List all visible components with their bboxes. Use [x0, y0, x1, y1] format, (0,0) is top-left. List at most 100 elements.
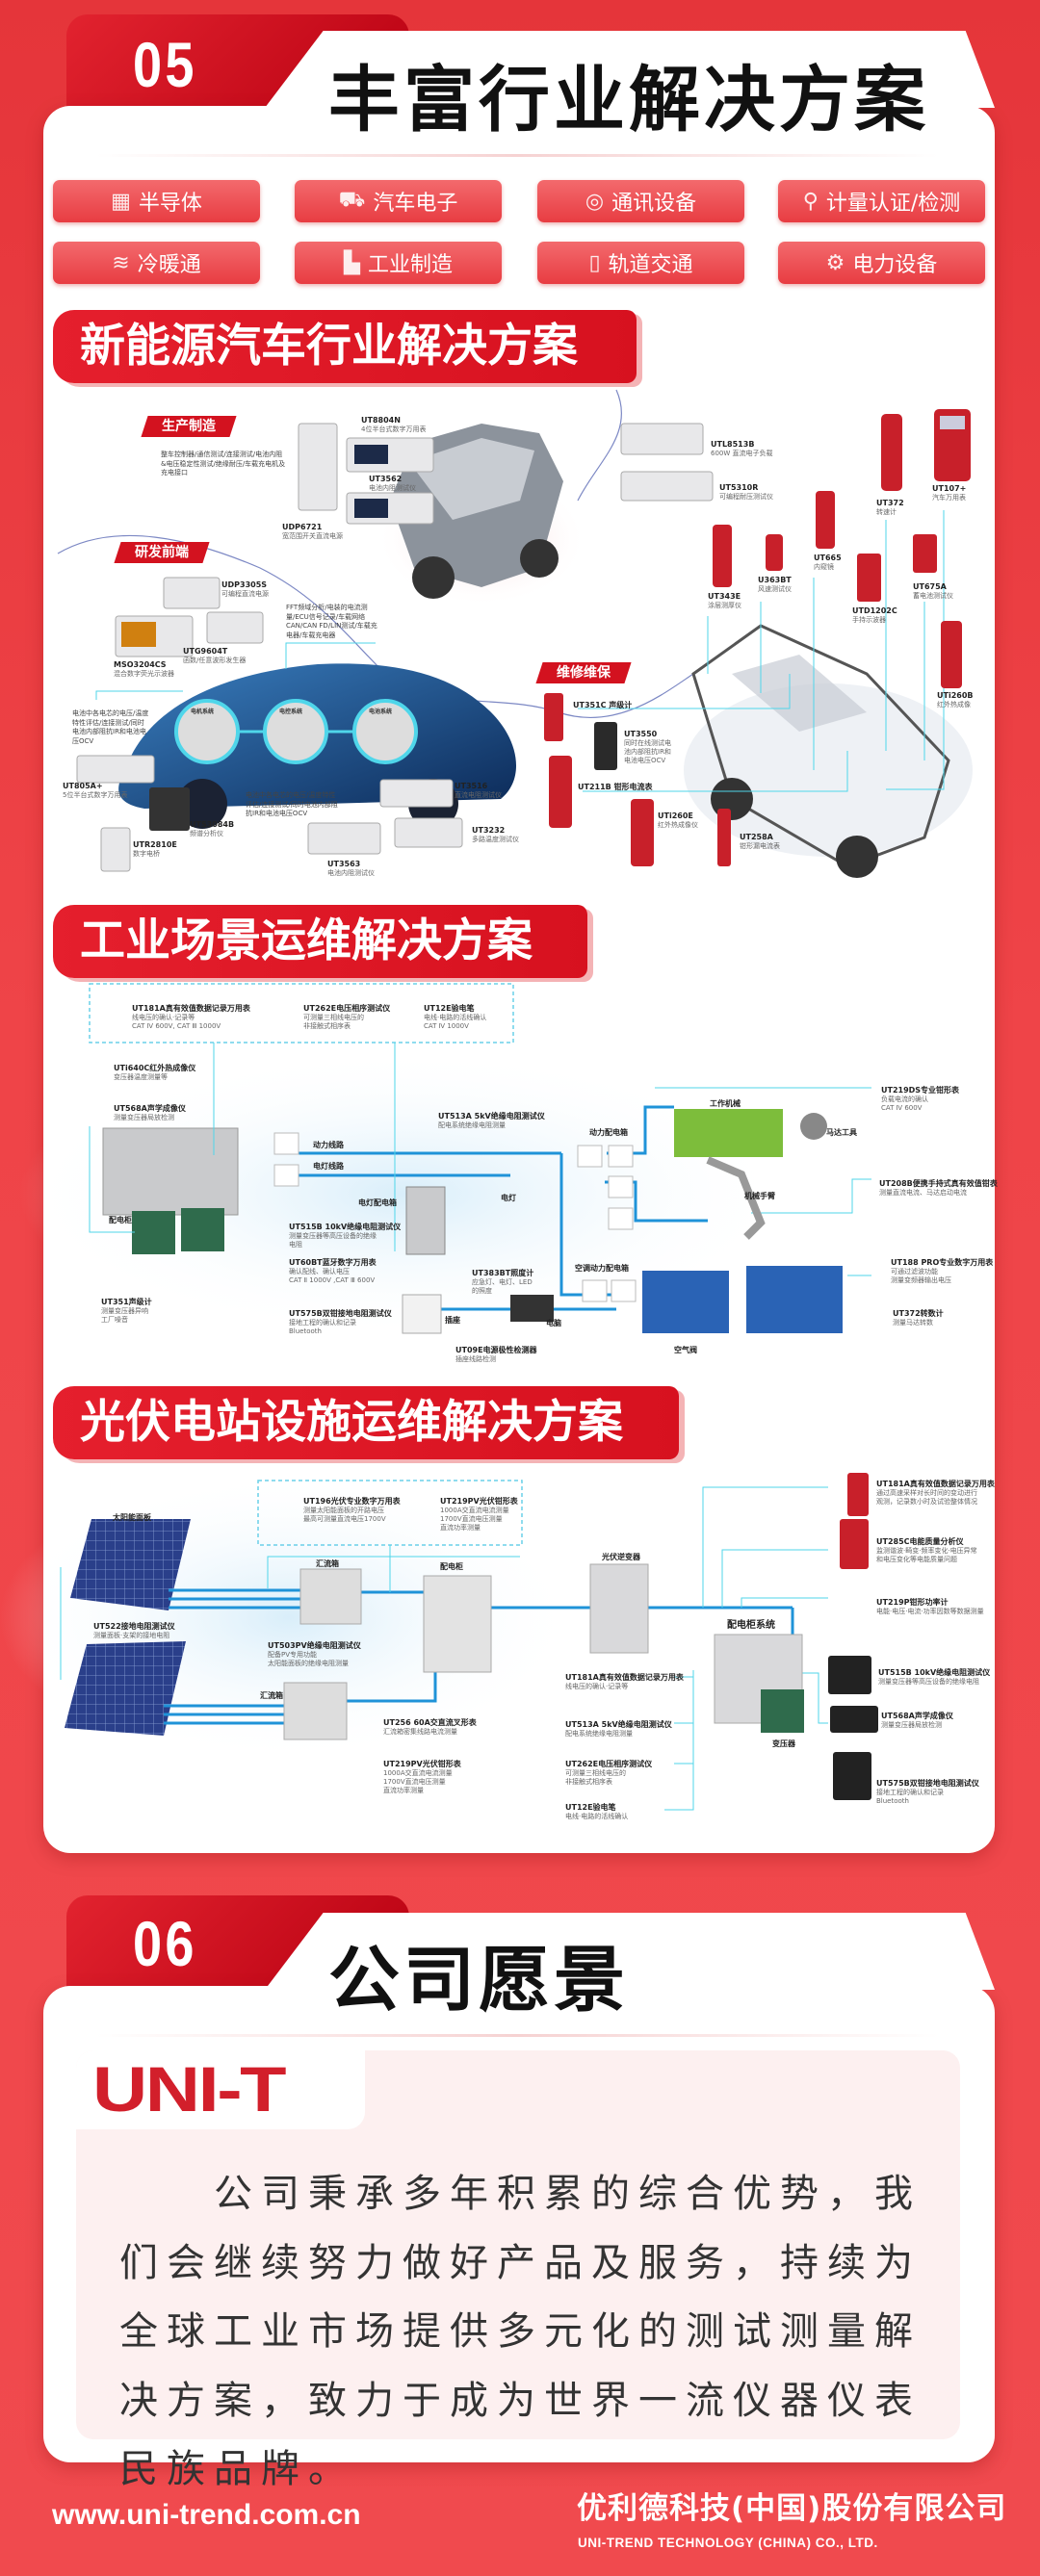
- product-model: UTL8513B: [711, 440, 755, 449]
- product-desc: 600W 直流电子负载: [711, 450, 773, 457]
- product-model: UT219PV光伏钳形表: [383, 1760, 461, 1768]
- product-desc: 同时在线测试电: [624, 739, 671, 747]
- category-label: 电力设备: [852, 253, 938, 277]
- product-model: UDP3305S: [221, 580, 268, 589]
- product-model: UT258A: [740, 833, 773, 841]
- product-model: U363BT: [758, 576, 792, 584]
- product-desc: 负载电流的确认: [881, 1095, 928, 1103]
- subsystem-label: 电池系统: [369, 708, 393, 715]
- product-label: UT107+汽车万用表: [932, 484, 966, 502]
- product-desc: 可编程直流电源: [221, 590, 269, 598]
- category-tag: 生产制造: [141, 416, 237, 437]
- product-model: UT568A声学成像仪: [114, 1104, 186, 1113]
- product-label: UT568A声学成像仪测量变压器局放检测: [881, 1712, 953, 1730]
- product-desc: 蓄电池测试仪: [913, 592, 953, 600]
- place-label: 动力配电箱: [589, 1128, 628, 1137]
- product-desc: 接地工程的确认和记录: [876, 1789, 944, 1796]
- application-text: 电池中各电芯的电压/温度特性评估/连接测试/同时电池内部阻抗IR和电池电压OCV: [72, 709, 149, 745]
- product-label: UT256 60A交直流叉形表汇流箱密集线路电流测量: [383, 1718, 477, 1737]
- product-model: UT515B 10kV绝缘电阻测试仪: [289, 1223, 402, 1231]
- category-button[interactable]: ⚙ 电力设备: [778, 242, 985, 284]
- product-model: UT351C 声级计: [573, 701, 633, 709]
- product-desc: 可测量三相线电压的: [565, 1769, 626, 1777]
- place-label: 电灯配电箱: [358, 1198, 397, 1207]
- product-desc: 和电压变化等电能质量问题: [876, 1556, 957, 1563]
- product-model: UT196光伏专业数字万用表: [303, 1497, 401, 1506]
- product-label: UT351声级计测量变压器异响工厂噪音: [101, 1298, 152, 1325]
- product-label: UT522接地电阻测试仪测量面板·支架的接地电阻: [93, 1622, 175, 1640]
- section-number: 06: [133, 1908, 197, 1979]
- product-model: UT12E验电笔: [565, 1803, 616, 1812]
- antenna-icon: ◎: [585, 189, 605, 214]
- product-desc: 可编程耐压测试仪: [719, 493, 773, 501]
- product-model: UT211B 钳形电流表: [578, 783, 653, 791]
- section-heading-pv: 光伏电站设施运维解决方案: [53, 1386, 679, 1459]
- product-model: UT383BT照度计: [472, 1269, 534, 1277]
- product-desc: 直流功率测量: [383, 1787, 424, 1794]
- product-desc: 数字电桥: [133, 850, 160, 858]
- product-model: UT3516: [455, 782, 488, 790]
- product-model: UT60BT蓝牙数字万用表: [289, 1258, 377, 1267]
- place-label: 电灯: [501, 1194, 516, 1202]
- product-model: UT675A: [913, 582, 947, 591]
- category-tag: 研发前端: [114, 542, 210, 563]
- section-heading-ev: 新能源汽车行业解决方案: [53, 310, 637, 383]
- product-desc: 太阳能面板的绝缘电阻测量: [268, 1660, 349, 1667]
- factory-icon: ▙: [344, 250, 360, 275]
- product-model: UT256 60A交直流叉形表: [383, 1718, 477, 1727]
- product-model: UTi260E: [658, 811, 693, 820]
- product-model: UT219PV光伏钳形表: [440, 1497, 518, 1506]
- product-desc: 测量变压器等高压设备的绝缘: [289, 1232, 377, 1240]
- product-desc: 1000A交直流电流测量: [383, 1769, 453, 1777]
- product-label: UT12E验电笔电线·电路的活线确认: [565, 1803, 628, 1821]
- company-name-cn: 优利德科技(中国)股份有限公司: [577, 2491, 1007, 2526]
- category-label: 通讯设备: [611, 192, 697, 216]
- product-label: UT351C 声级计: [573, 701, 632, 710]
- category-button[interactable]: ◎通讯设备: [537, 180, 744, 222]
- category-button[interactable]: ▯轨道交通: [537, 242, 744, 284]
- category-label: 汽车电子: [373, 192, 458, 216]
- product-label: UT372转数计测量马达转数: [893, 1309, 944, 1327]
- product-desc: 接地工程的确认和记录: [289, 1319, 356, 1327]
- page-title: 丰富行业解决方案: [328, 59, 929, 142]
- place-label: 插座: [445, 1316, 460, 1325]
- application-text: FFT频域分析/电装的电流测量/ECU信号记录/车载网络CAN/CAN FD/L…: [286, 604, 377, 639]
- gear-icon: ⚙: [825, 250, 845, 275]
- place-label: 变压器: [772, 1739, 795, 1748]
- category-button[interactable]: ▙工业制造: [295, 242, 502, 284]
- divider: [96, 2034, 939, 2037]
- product-desc: 风速测试仪: [758, 585, 792, 593]
- website-link[interactable]: www.uni-trend.com.cn: [52, 2499, 361, 2531]
- product-model: UT513A 5kV绝缘电阻测试仪: [438, 1112, 545, 1121]
- category-button[interactable]: ▦半导体: [53, 180, 260, 222]
- category-button[interactable]: ⛟汽车电子: [295, 180, 502, 222]
- product-model: UT5310R: [719, 483, 759, 492]
- product-desc: 手持示波器: [852, 616, 886, 624]
- product-model: UTR2810E: [133, 840, 177, 849]
- microscope-icon: ⚲: [802, 189, 819, 214]
- product-desc: 内窥镜: [814, 563, 834, 571]
- category-button[interactable]: ≋冷暖通: [53, 242, 260, 284]
- logo-tab: [76, 2050, 365, 2129]
- product-desc: CAT Ⅳ 1000V: [424, 1022, 469, 1030]
- product-desc: 可通过滤波功能: [891, 1268, 938, 1275]
- product-model: UT575B双钳接地电阻测试仪: [876, 1779, 979, 1788]
- product-label: UT805A+5位半台式数字万用表: [63, 782, 127, 800]
- product-label: UT188 PRO专业数字万用表可通过滤波功能测量变频器输出电压: [891, 1258, 993, 1285]
- product-desc: 配电系统绝缘电阻测量: [438, 1121, 506, 1129]
- product-desc: 4位半台式数字万用表: [361, 425, 427, 433]
- product-desc: 确认配线、确认电压: [289, 1268, 350, 1275]
- product-model: UT372转数计: [893, 1309, 944, 1318]
- section-heading-industrial: 工业场景运维解决方案: [53, 905, 587, 978]
- product-model: UT219P钳形功率计: [876, 1598, 949, 1607]
- product-desc: 电线·电路的活线确认: [565, 1813, 629, 1820]
- category-button[interactable]: ⚲计量认证/检测: [778, 180, 985, 222]
